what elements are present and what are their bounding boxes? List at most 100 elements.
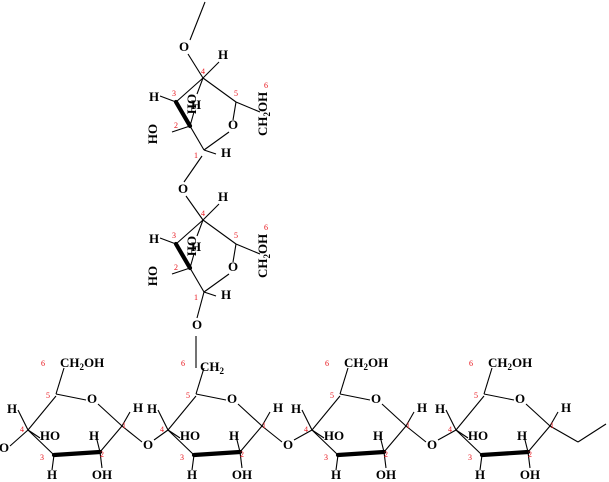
- ring-4-bond-c1-h: [549, 411, 559, 427]
- ring-4-bond-c4-oh: [455, 429, 469, 439]
- ring-1-carbon-5-number: 5: [46, 391, 50, 400]
- ring-3-c2-hydrogen: H: [373, 428, 383, 443]
- ring-3-carbon-3-number: 3: [324, 453, 328, 462]
- branch-bond-o-c1: [196, 291, 205, 319]
- ring-3-bond-c3-h: [335, 454, 339, 471]
- upper-ring-2-carbon-5-number: 5: [234, 89, 238, 98]
- ring-1-bond-c3-h: [51, 454, 55, 471]
- upper-ring-2-bond-c4-c5: [202, 77, 237, 103]
- ring-2-methylene: CH2: [200, 359, 225, 376]
- ring-4-bond-o-c1: [525, 403, 551, 427]
- ring-1-carbon-2-number: 2: [100, 450, 104, 459]
- ring-3-carbon-2-number: 2: [384, 450, 388, 459]
- ring-3-bond-c4-oh: [311, 429, 325, 439]
- ring-1-c2-hydroxyl: OH: [92, 467, 112, 482]
- ring-4-bond-c3-c4: [455, 429, 483, 456]
- ring-3-c4-hydrogen: H: [291, 401, 301, 416]
- ring-2-carbon-2-number: 2: [240, 450, 244, 459]
- ring-3-bond-o-c1: [381, 403, 407, 427]
- upper-ring-1-carbon-2-number: 2: [174, 263, 178, 272]
- ring-3-c1-hydrogen: H: [417, 400, 427, 415]
- upper-ring-1-bond-c5-c6: [235, 243, 261, 255]
- ring-3-bond-c1-c2: [383, 425, 407, 453]
- ring-1-c2-hydrogen: H: [89, 428, 99, 443]
- ring-1-bond-c5-c6: [55, 367, 65, 395]
- upper-ring-2-bond-c4-oh: [196, 77, 204, 95]
- upper-ring-2-c1-hydrogen: H: [221, 145, 231, 160]
- ring-3-carbon-5-number: 5: [330, 391, 334, 400]
- ring-4-c4-hydrogen: H: [435, 401, 445, 416]
- ring-2-carbon-1-number: 1: [262, 421, 266, 430]
- ring-3-bond-c2-h: [379, 435, 385, 453]
- ring-1-carbon-4-number: 4: [20, 425, 24, 434]
- ring-2-bond-c1-o-link: [261, 425, 283, 443]
- ring-4-hydroxymethyl: CH2OH: [488, 355, 532, 372]
- ring-4-bond-c5-o: [483, 393, 515, 401]
- ring-1-bond-c2-oh: [99, 451, 103, 469]
- ring-4-bond-c2-h: [523, 435, 529, 453]
- upper-ring-1-bond-c4-oh: [196, 219, 204, 237]
- ring-2-bond-c1-c2: [239, 425, 263, 453]
- upper-ring-1-carbon-3-number: 3: [172, 231, 176, 240]
- upper-ring-1-ring-oxygen: O: [228, 259, 238, 274]
- ring-2-bond-c2-oh: [239, 451, 243, 469]
- ring-1-bond-c2-h: [95, 435, 101, 453]
- upper-ring-1-bond-c3-c4: [175, 219, 204, 245]
- upper-ring-2-c3-hydrogen: H: [149, 89, 159, 104]
- upper-ring-1-c4-hydrogen: H: [218, 189, 228, 204]
- upper-ring-1-bond-c2-oh: [171, 267, 191, 275]
- ring-1-c3-hydroxyl: HO: [40, 428, 60, 443]
- ring-2-ring-oxygen: O: [227, 391, 237, 406]
- ring-4-bond-c1-c2: [527, 425, 551, 453]
- ring-2-carbon-5-number: 5: [186, 391, 190, 400]
- ring-2-bond-c2-h: [235, 435, 241, 453]
- ring-1-bond-c3-c4: [27, 429, 55, 456]
- ring-1-c1-hydrogen: H: [133, 400, 143, 415]
- upper-ring-2-c3-hydroxyl: HO: [184, 94, 199, 114]
- ring-1-bond-c2-c3: [51, 449, 103, 458]
- ring-2-c2-hydrogen: H: [229, 428, 239, 443]
- ring-1-hydroxymethyl: CH2OH: [60, 355, 104, 372]
- ring-4-carbon-2-number: 2: [528, 450, 532, 459]
- ring-1-ring-oxygen: O: [87, 391, 97, 406]
- ring-1-bond-c4-c5: [27, 395, 57, 431]
- ring-2-bond-c4-h: [157, 409, 169, 431]
- upper-ring-1-bond-c4-c5: [202, 219, 237, 245]
- ring-2-bond-c1-h: [261, 411, 271, 427]
- ring-4-bond-c5-c6: [483, 367, 493, 395]
- ring-4-c3-hydroxyl: HO: [468, 428, 488, 443]
- upper-ring-1-bond-c1-h: [203, 291, 217, 297]
- ring-2-c3-hydroxyl: HO: [180, 428, 200, 443]
- ring-2-c4-hydrogen: H: [147, 401, 157, 416]
- upper-ring-1-bond-c4-h: [202, 203, 220, 221]
- ring-4-c2-hydroxyl: OH: [520, 467, 540, 482]
- upper-ring-1-bond-c3-h: [159, 237, 177, 245]
- upper-ring-1-bond-c5-o: [232, 243, 237, 263]
- ring-2-bond-o-c1: [237, 403, 263, 427]
- ring-3-bond-c2-oh: [383, 451, 387, 469]
- ring-3-carbon-1-number: 1: [406, 421, 410, 430]
- ring-3-bond-c5-o: [339, 393, 371, 401]
- ring-2-bond-c3-c4: [167, 429, 195, 456]
- ring-2-carbon-3-number: 3: [180, 453, 184, 462]
- upper-ring-2-bond-c3-c4: [175, 77, 204, 103]
- upper-ring-2-c2-hydrogen: H: [191, 97, 201, 112]
- terminal-oxygen-left: O: [0, 440, 9, 455]
- ring-1-bond-c4-h: [17, 409, 29, 431]
- ring-1-bond-o-link-c4: [153, 429, 169, 441]
- upper-ring-1-c3-hydrogen: H: [149, 231, 159, 246]
- ring-3-bond-c1-h: [405, 411, 415, 427]
- ring-1-carbon-3-number: 3: [40, 453, 44, 462]
- ring-4-bond-c3-h: [479, 454, 483, 471]
- upper-ring-2-hydroxymethyl: CH2OH: [255, 92, 272, 136]
- upper-ring-2-bond-o-tail: [189, 1, 206, 41]
- ring-4-carbon-1-number: 1: [550, 421, 554, 430]
- upper-ring-2-bond-o-c1: [203, 131, 230, 151]
- upper-ring-2-bond-c2-h: [189, 111, 195, 127]
- ring-2-bond-c3-h: [191, 454, 195, 471]
- ring-2-c2-hydroxyl: OH: [232, 467, 252, 482]
- ring-3-bond-c2-c3: [335, 449, 387, 458]
- ring-1-c4-hydrogen: H: [7, 401, 17, 416]
- ring-3-ring-oxygen: O: [371, 391, 381, 406]
